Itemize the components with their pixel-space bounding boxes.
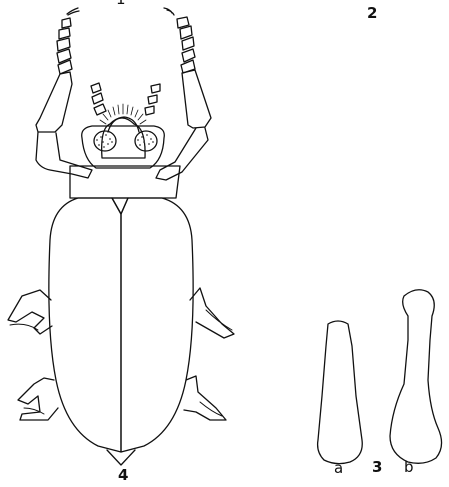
beetle-thorax bbox=[70, 166, 180, 198]
left-middle-leg bbox=[8, 290, 52, 334]
outline-3b bbox=[390, 290, 442, 464]
left-eye bbox=[94, 131, 116, 151]
outline-3a bbox=[318, 321, 363, 464]
beetle-right-elytron bbox=[121, 198, 193, 452]
label-figure-2: 2 bbox=[367, 6, 377, 21]
label-figure-3: 3 bbox=[372, 460, 382, 475]
left-antenna bbox=[57, 8, 79, 74]
right-middle-leg bbox=[190, 288, 234, 338]
beetle-left-elytron bbox=[49, 198, 121, 452]
label-sub-b: b bbox=[404, 460, 414, 475]
beetle-drawing bbox=[8, 8, 234, 465]
right-antenna bbox=[164, 8, 195, 73]
right-foreleg bbox=[156, 70, 211, 180]
label-top-number: 1 bbox=[116, 0, 126, 7]
mandibles bbox=[91, 83, 160, 115]
label-figure-4: 4 bbox=[118, 468, 128, 483]
right-hind-leg bbox=[184, 376, 226, 420]
setae-fringe bbox=[100, 104, 146, 124]
left-foreleg bbox=[36, 72, 92, 178]
label-sub-a: a bbox=[334, 461, 343, 476]
beetle-head bbox=[102, 118, 145, 158]
left-hind-leg bbox=[18, 378, 58, 420]
right-eye bbox=[135, 131, 157, 151]
